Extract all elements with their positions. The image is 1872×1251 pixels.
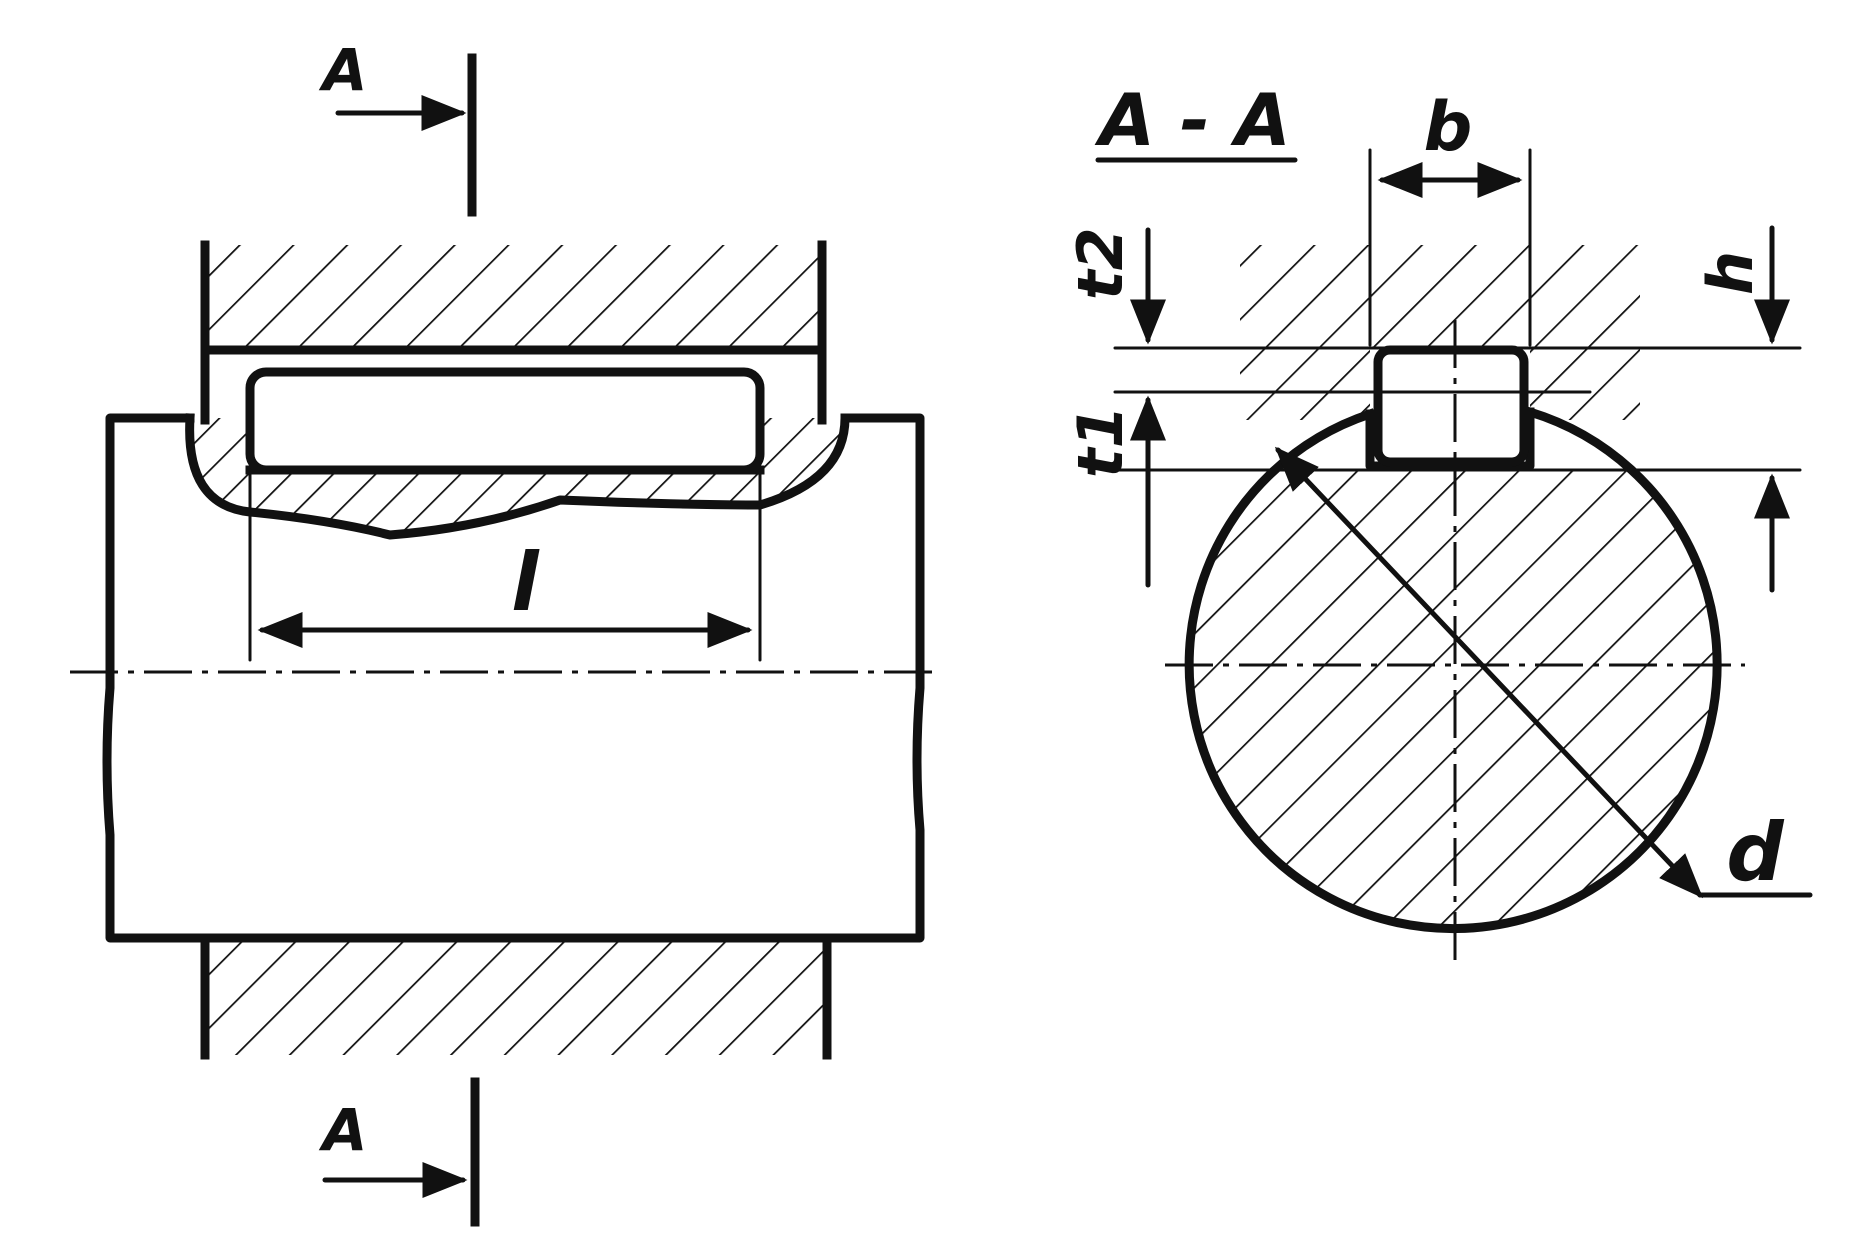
hub-depth-label: t2 bbox=[1064, 227, 1137, 300]
shaft-outline bbox=[102, 413, 925, 943]
key-body bbox=[245, 367, 765, 475]
svg-text:h: h bbox=[1694, 251, 1767, 295]
shaft-keyway-section bbox=[189, 418, 846, 535]
longitudinal-view: l A A bbox=[70, 36, 940, 1227]
section-title: A - A bbox=[1094, 78, 1290, 162]
hub-bottom-outline bbox=[200, 935, 832, 1060]
shaft-depth-label: t1 bbox=[1064, 405, 1137, 478]
hub-bottom-section bbox=[205, 940, 827, 1055]
svg-text:t2: t2 bbox=[1064, 227, 1137, 300]
section-marker-bottom-label: A bbox=[319, 1096, 368, 1164]
length-label: l bbox=[511, 536, 540, 629]
svg-text:t1: t1 bbox=[1064, 405, 1137, 478]
width-label: b bbox=[1424, 88, 1473, 167]
length-extension-lines bbox=[248, 468, 762, 662]
section-marker-top-label: A bbox=[319, 36, 368, 104]
shaft-keyway-outline bbox=[185, 413, 850, 540]
hub-top-outline bbox=[200, 240, 827, 425]
height-label: h bbox=[1694, 251, 1767, 295]
hub-section bbox=[1240, 245, 1640, 420]
diameter-leader-line bbox=[1274, 446, 1704, 899]
hub-top-section bbox=[205, 245, 822, 350]
diameter-label: d bbox=[1726, 806, 1784, 899]
cross-section-view: A - A b t2 t1 h bbox=[1064, 78, 1813, 970]
width-extension-lines bbox=[1368, 148, 1532, 347]
key-section bbox=[1373, 345, 1529, 467]
